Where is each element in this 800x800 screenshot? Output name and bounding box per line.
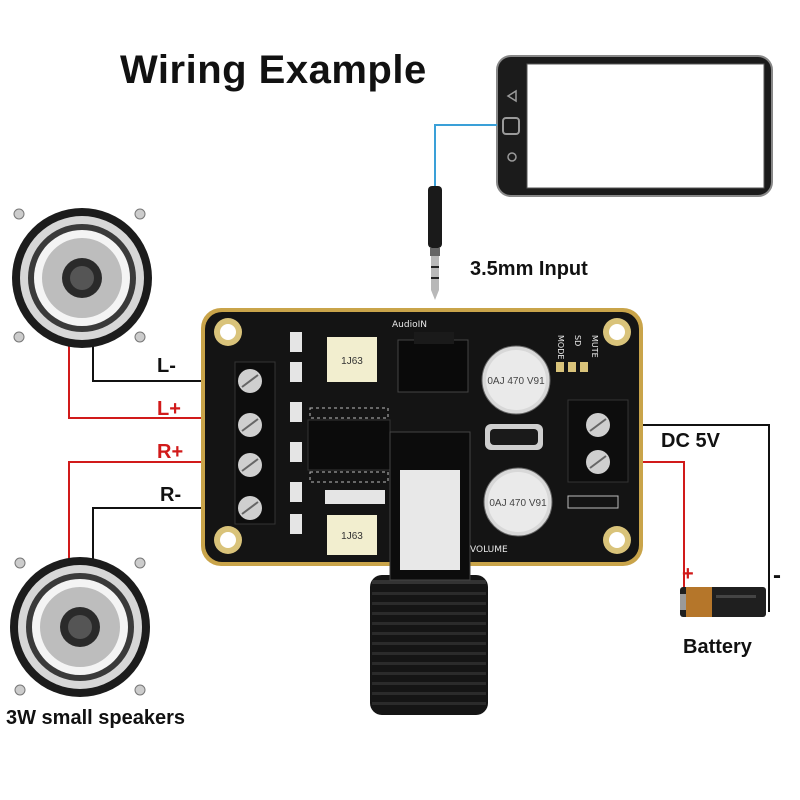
svg-text:MODE: MODE xyxy=(556,335,565,359)
svg-text:0AJ 470 V91: 0AJ 470 V91 xyxy=(487,376,545,387)
home-button-icon xyxy=(502,117,520,135)
audio-jack-plug xyxy=(428,186,442,300)
diagram-title: Wiring Example xyxy=(120,48,427,92)
battery-minus-label: - xyxy=(773,562,781,589)
r-minus-label: R- xyxy=(160,484,182,506)
l-plus-label: L+ xyxy=(157,398,181,420)
svg-text:1J63: 1J63 xyxy=(341,356,363,367)
smartphone xyxy=(496,55,773,197)
speakers-label: 3W small speakers xyxy=(6,707,185,729)
r-plus-label: R+ xyxy=(157,441,184,463)
speaker-top xyxy=(12,208,152,348)
input-label: 3.5mm Input xyxy=(470,258,588,280)
speaker-bottom xyxy=(10,557,150,697)
battery xyxy=(680,587,766,617)
battery-plus-label: + xyxy=(682,563,694,585)
battery-label: Battery xyxy=(683,636,752,658)
l-minus-label: L- xyxy=(157,355,176,377)
svg-text:1J63: 1J63 xyxy=(341,531,363,542)
back-icon xyxy=(506,89,517,103)
svg-text:SD: SD xyxy=(573,335,582,346)
amplifier-board: 1J63 1J63 AudioIN VOLUME 0AJ 470 V91 0AJ… xyxy=(201,308,643,581)
svg-text:VOLUME: VOLUME xyxy=(470,545,508,555)
volume-knob xyxy=(370,575,488,715)
dc-label: DC 5V xyxy=(661,430,720,452)
menu-icon xyxy=(507,152,517,162)
audio-cable xyxy=(434,124,497,188)
svg-text:MUTE: MUTE xyxy=(590,335,599,358)
svg-text:AudioIN: AudioIN xyxy=(392,320,427,330)
svg-text:0AJ 470 V91: 0AJ 470 V91 xyxy=(489,498,547,509)
